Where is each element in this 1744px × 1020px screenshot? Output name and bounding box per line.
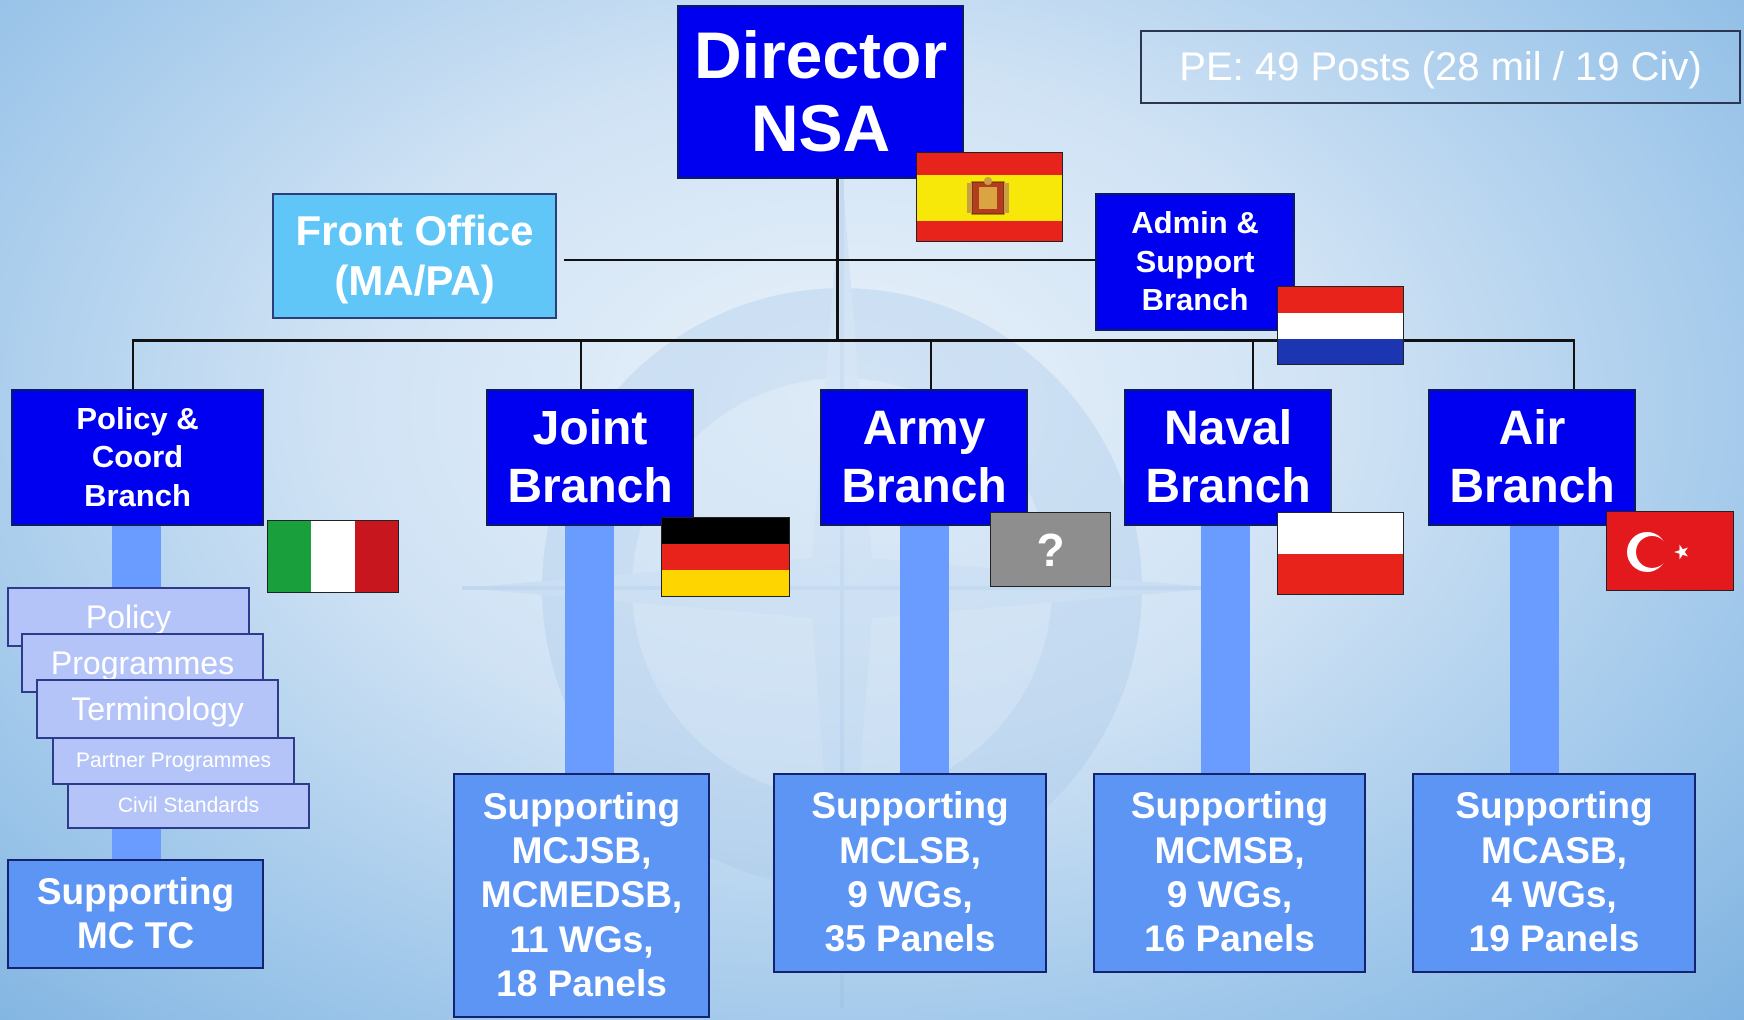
unknown-flag: ?	[990, 512, 1111, 587]
turkey-flag	[1606, 511, 1734, 591]
pe-posts-text: PE: 49 Posts (28 mil / 19 Civ)	[1179, 44, 1702, 89]
supporting-army-line-4: 35 Panels	[824, 918, 996, 960]
pe-posts-note: PE: 49 Posts (28 mil / 19 Civ)	[1140, 30, 1741, 104]
joint-branch-box: Joint Branch	[486, 389, 694, 526]
director-title: Director	[693, 18, 948, 93]
army-branch-line-1: Army	[862, 401, 986, 455]
supporting-air-line-1: Supporting	[1455, 785, 1653, 827]
army-branch-line-2: Branch	[841, 459, 1007, 513]
supporting-naval-line-3: 9 WGs,	[1166, 874, 1293, 915]
army-branch-box: Army Branch	[820, 389, 1028, 526]
supporting-policy-box: Supporting MC TC	[7, 859, 264, 969]
director-box: Director NSA	[677, 5, 964, 179]
supporting-army-line-2: MCLSB,	[839, 829, 981, 871]
policy-coord-branch-box: Policy & Coord Branch	[11, 389, 264, 526]
branch-bus	[132, 339, 1575, 342]
air-branch-line-1: Air	[1498, 401, 1566, 455]
joint-branch-line-1: Joint	[532, 401, 648, 455]
programmes-section-label: Programmes	[50, 644, 235, 681]
supporting-air-line-2: MCASB,	[1481, 829, 1627, 871]
admin-line-1: Admin &	[1131, 205, 1259, 241]
joint-branch-line-2: Branch	[507, 459, 673, 513]
unknown-flag-mark: ?	[1036, 523, 1065, 576]
naval-branch-box: Naval Branch	[1124, 389, 1332, 526]
admin-line-3: Branch	[1141, 282, 1249, 318]
supporting-policy-line-1: Supporting	[36, 870, 235, 912]
poland-flag	[1277, 512, 1404, 595]
drop-naval	[1252, 340, 1254, 390]
supporting-joint-line-1: Supporting	[482, 785, 681, 827]
front-office-box: Front Office (MA/PA)	[272, 193, 557, 319]
supporting-naval-line-2: MCMSB,	[1154, 829, 1305, 871]
front-office-subtitle: (MA/PA)	[334, 257, 495, 304]
programmes-section-card: Programmes	[21, 633, 264, 693]
supporting-naval-line-1: Supporting	[1130, 785, 1329, 827]
admin-support-box: Admin & Support Branch	[1095, 193, 1295, 331]
naval-branch-line-1: Naval	[1163, 401, 1293, 455]
director-subtitle: NSA	[750, 91, 891, 165]
drop-army	[930, 340, 932, 390]
supporting-joint-line-4: 11 WGs,	[509, 918, 654, 960]
terminology-section-label: Terminology	[71, 690, 244, 727]
supporting-joint-line-3: MCMEDSB,	[480, 874, 683, 916]
supporting-naval-box: Supporting MCMSB, 9 WGs, 16 Panels	[1093, 773, 1366, 973]
drop-policy	[132, 340, 134, 390]
front-office-connector	[564, 259, 1096, 261]
policy-branch-line-3: Branch	[84, 477, 191, 513]
germany-flag	[661, 517, 790, 597]
admin-line-2: Support	[1135, 243, 1255, 279]
policy-branch-line-2: Coord	[91, 439, 184, 475]
civil-standards-section-label: Civil Standards	[117, 794, 260, 817]
supporting-army-box: Supporting MCLSB, 9 WGs, 35 Panels	[773, 773, 1047, 973]
supporting-naval-line-4: 16 Panels	[1144, 918, 1315, 960]
partner-programmes-section-label: Partner Programmes	[76, 749, 271, 772]
partner-programmes-section-card: Partner Programmes	[52, 737, 295, 785]
stem-joint	[565, 525, 614, 775]
spain-flag	[916, 152, 1063, 242]
italy-flag	[267, 520, 399, 593]
supporting-army-line-3: 9 WGs,	[847, 874, 973, 915]
air-branch-box: Air Branch	[1428, 389, 1636, 526]
supporting-policy-line-2: MC TC	[76, 915, 195, 956]
stem-naval	[1201, 525, 1250, 775]
supporting-air-line-4: 19 Panels	[1468, 918, 1640, 960]
stem-army	[900, 525, 949, 775]
stem-air	[1510, 525, 1559, 775]
supporting-joint-box: Supporting MCJSB, MCMEDSB, 11 WGs, 18 Pa…	[453, 773, 710, 1018]
front-office-title: Front Office	[295, 206, 534, 254]
supporting-air-box: Supporting MCASB, 4 WGs, 19 Panels	[1412, 773, 1696, 973]
supporting-joint-line-5: 18 Panels	[496, 963, 667, 1005]
air-branch-line-2: Branch	[1449, 459, 1615, 513]
terminology-section-card: Terminology	[36, 679, 279, 739]
policy-section-label: Policy	[85, 598, 172, 635]
netherlands-flag	[1277, 286, 1404, 365]
naval-branch-line-2: Branch	[1145, 459, 1311, 513]
drop-air	[1573, 340, 1575, 390]
policy-branch-line-1: Policy &	[76, 400, 199, 436]
civil-standards-section-card: Civil Standards	[67, 783, 310, 829]
drop-joint	[580, 340, 582, 390]
supporting-air-line-3: 4 WGs,	[1491, 874, 1617, 915]
supporting-joint-line-2: MCJSB,	[511, 829, 652, 871]
supporting-army-line-1: Supporting	[811, 785, 1009, 827]
